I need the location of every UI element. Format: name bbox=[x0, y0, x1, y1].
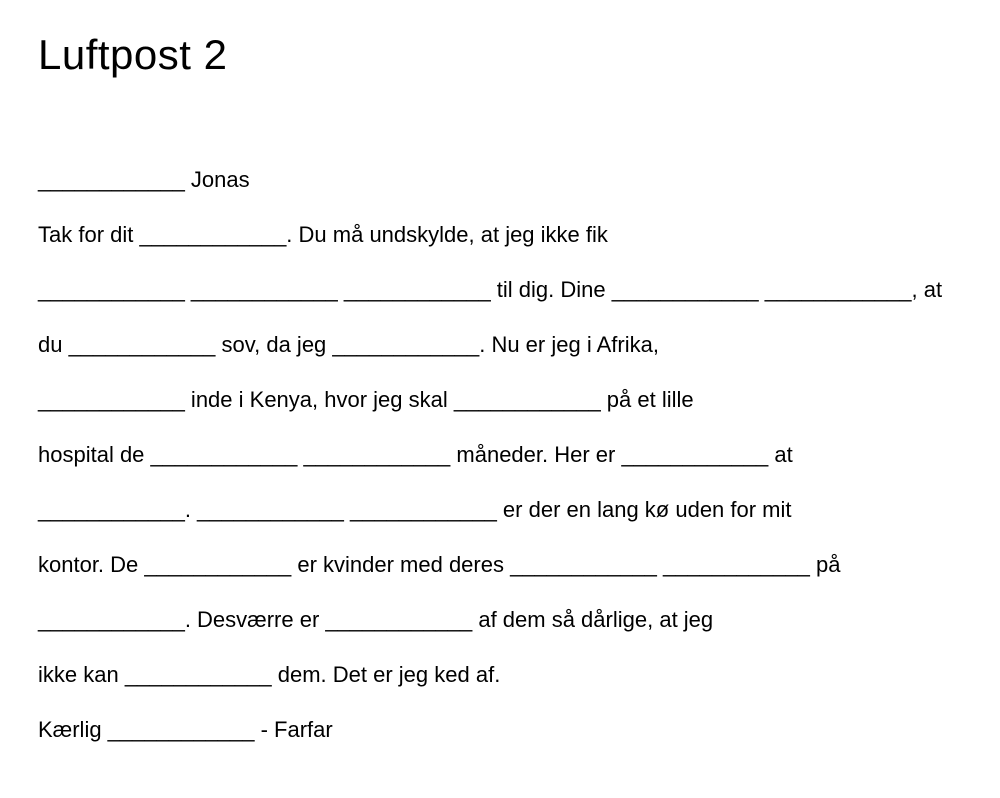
letter-line-9: ____________. Desværre er ____________ a… bbox=[38, 607, 714, 632]
letter-line-4: du ____________ sov, da jeg ____________… bbox=[38, 332, 659, 357]
letter-line-10: ikke kan ____________ dem. Det er jeg ke… bbox=[38, 662, 501, 687]
page-content: Luftpost 2 ____________ Jonas Tak for di… bbox=[0, 30, 1000, 757]
letter-line-signature: Kærlig ____________ - Farfar bbox=[38, 717, 333, 742]
letter-line-6: hospital de ____________ ____________ må… bbox=[38, 442, 793, 467]
letter-line-3: ____________ ____________ ____________ t… bbox=[38, 277, 943, 302]
letter-line-7: ____________. ____________ ____________ … bbox=[38, 497, 792, 522]
letter-line-5: ____________ inde i Kenya, hvor jeg skal… bbox=[38, 387, 694, 412]
letter-line-2: Tak for dit ____________. Du må undskyld… bbox=[38, 222, 608, 247]
page-title: Luftpost 2 bbox=[38, 31, 228, 78]
letter-line-salutation: ____________ Jonas bbox=[38, 167, 250, 192]
letter-body: ____________ Jonas Tak for dit _________… bbox=[38, 152, 958, 757]
letter-line-8: kontor. De ____________ er kvinder med d… bbox=[38, 552, 841, 577]
